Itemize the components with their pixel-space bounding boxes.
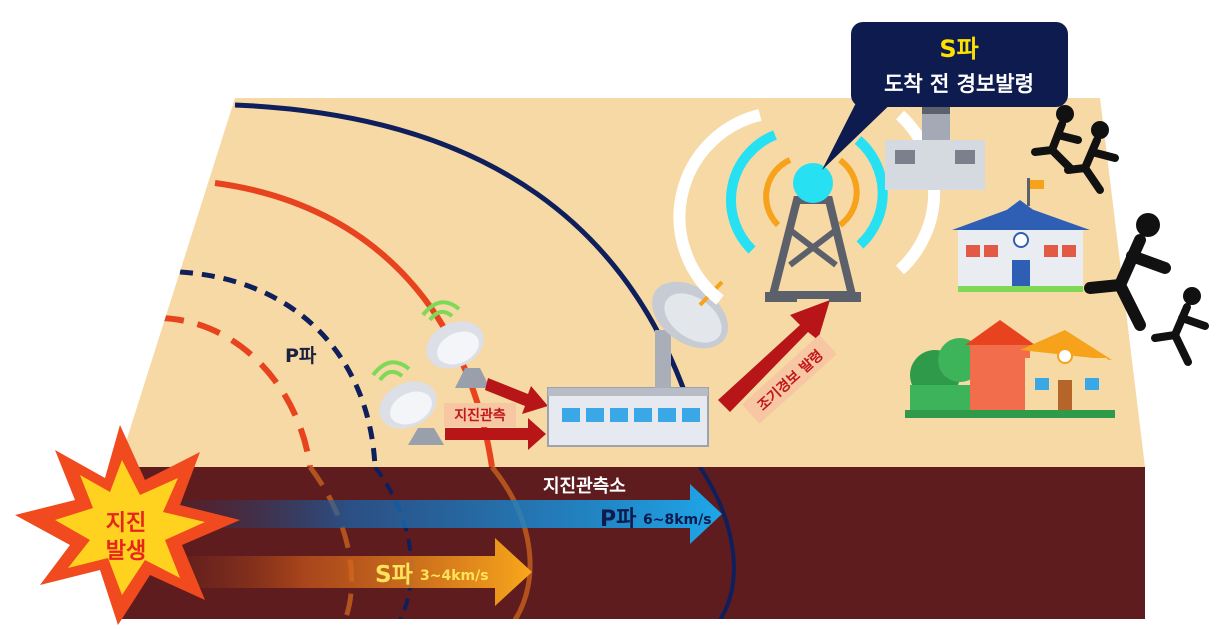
quake-label-line1: 지진 — [106, 511, 146, 536]
wave-front-navy-dashed — [179, 269, 378, 467]
broadcast-tower-icon — [673, 109, 941, 305]
quake-label-line2: 발생 — [106, 539, 146, 564]
under-front-navy-solid — [698, 467, 736, 619]
s-wave-arrow — [150, 538, 532, 606]
observation-label-bg — [444, 403, 516, 427]
running-people-icon — [1031, 105, 1209, 366]
p-wave-arc-label: P파 — [285, 345, 317, 367]
factory-building-icon — [885, 104, 985, 190]
houses-icon — [905, 320, 1115, 418]
callout-title: S파 — [939, 35, 978, 63]
underground-layer — [118, 467, 1145, 619]
seismic-sensor-dish-upper — [421, 300, 490, 388]
observation-label: 지진관측 — [454, 407, 506, 424]
seismic-sensor-dish-lower — [371, 360, 444, 445]
callout-subtitle: 도착 전 경보발령 — [884, 72, 1034, 96]
under-front-orange-dashed — [308, 467, 355, 619]
warning-callout: S파 도착 전 경보발령 — [822, 22, 1068, 170]
under-front-navy-dashed — [373, 467, 414, 619]
underground-wave-fronts — [308, 467, 736, 619]
early-warning-arrow — [718, 300, 830, 412]
wave-front-red-dashed — [159, 315, 313, 467]
school-building-icon — [952, 178, 1090, 292]
s-wave-name: S파 — [375, 562, 413, 588]
s-wave-speed: 3~4km/s — [420, 568, 489, 584]
under-front-orange-solid — [490, 467, 533, 619]
p-wave-name: P파 — [600, 507, 637, 532]
earthquake-burst-icon — [15, 425, 240, 625]
data-arrow-lower — [445, 418, 546, 450]
p-wave-speed: 6~8km/s — [643, 512, 712, 528]
data-arrow-upper — [485, 378, 548, 414]
p-wave-arrow — [150, 484, 722, 544]
station-label: 지진관측소 — [543, 476, 626, 497]
